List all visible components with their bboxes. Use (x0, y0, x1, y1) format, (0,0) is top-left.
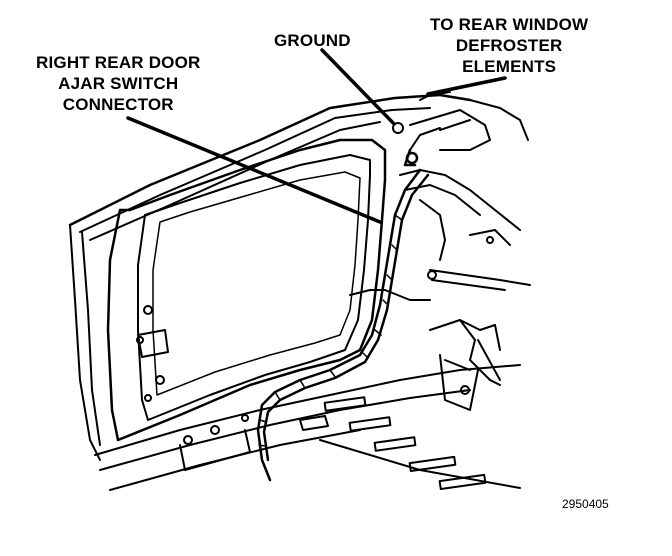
wiring-harness (256, 148, 431, 482)
front-pillar (69, 224, 169, 461)
figure-number: 2950405 (562, 497, 609, 511)
floor-slots (299, 396, 521, 491)
defroster-leader (426, 76, 507, 96)
leader-lines (126, 48, 507, 224)
rocker-sill (94, 364, 521, 491)
ground-leader (320, 48, 400, 130)
rear-window-edge (409, 91, 451, 151)
door-opening (106, 138, 387, 442)
roof-rail (68, 93, 529, 241)
door-ajar-connector-label: RIGHT REAR DOOR AJAR SWITCH CONNECTOR (36, 53, 201, 114)
rear-defroster-label: TO REAR WINDOW DEFROSTER ELEMENTS (430, 15, 589, 76)
door-connector-leader (126, 116, 382, 224)
seat-bracket (429, 319, 501, 411)
ground-label: GROUND (274, 31, 351, 50)
